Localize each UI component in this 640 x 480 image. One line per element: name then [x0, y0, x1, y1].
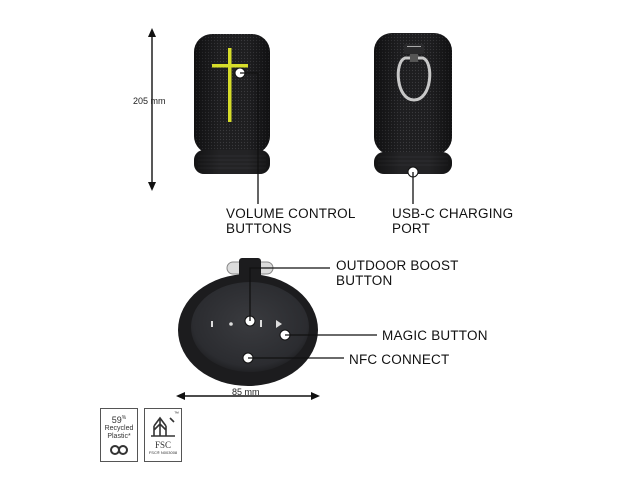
outdoor-callout-line2: BUTTON	[336, 273, 393, 288]
volume-control-callout: VOLUME CONTROL BUTTONS	[226, 206, 356, 236]
recycled-percent-sign: %	[121, 415, 127, 421]
volume-callout-line1: VOLUME CONTROL	[226, 206, 356, 221]
volume-up-icon	[228, 48, 232, 90]
height-label: 205 mm	[133, 96, 166, 106]
outdoor-boost-callout: OUTDOOR BOOST BUTTON	[336, 258, 459, 288]
fsc-label: FSC	[154, 440, 171, 450]
magic-button-callout: MAGIC BUTTON	[382, 328, 488, 343]
width-dimension-arrow	[176, 392, 320, 400]
fsc-badge: ™ FSC FSC® N003008	[144, 408, 182, 462]
usbc-callout-line1: USB-C CHARGING	[392, 206, 514, 221]
recycle-loop-icon	[110, 445, 128, 455]
recycled-percent: 59	[111, 415, 122, 425]
recycled-plastic-badge: 59% Recycled Plastic*	[100, 408, 138, 462]
speaker-back-view	[374, 33, 452, 178]
volume-down-icon	[228, 90, 232, 122]
recycled-line1: Recycled	[104, 425, 134, 432]
outdoor-callout-line1: OUTDOOR BOOST	[336, 258, 459, 273]
speaker-bottom-view	[178, 258, 318, 386]
recycled-line2: Plastic*	[107, 433, 131, 440]
usbc-callout-line2: PORT	[392, 221, 431, 236]
usbc-charging-callout: USB-C CHARGING PORT	[392, 206, 513, 236]
fsc-code: FSC® N003008	[148, 450, 178, 455]
volume-callout-line2: BUTTONS	[226, 221, 292, 236]
width-label: 85 mm	[232, 387, 260, 397]
height-dimension-arrow	[148, 28, 156, 191]
fsc-tree-icon	[151, 416, 175, 437]
speaker-front-view	[194, 34, 270, 174]
fsc-trademark: ™	[174, 411, 179, 417]
nfc-connect-callout: NFC CONNECT	[349, 352, 450, 367]
